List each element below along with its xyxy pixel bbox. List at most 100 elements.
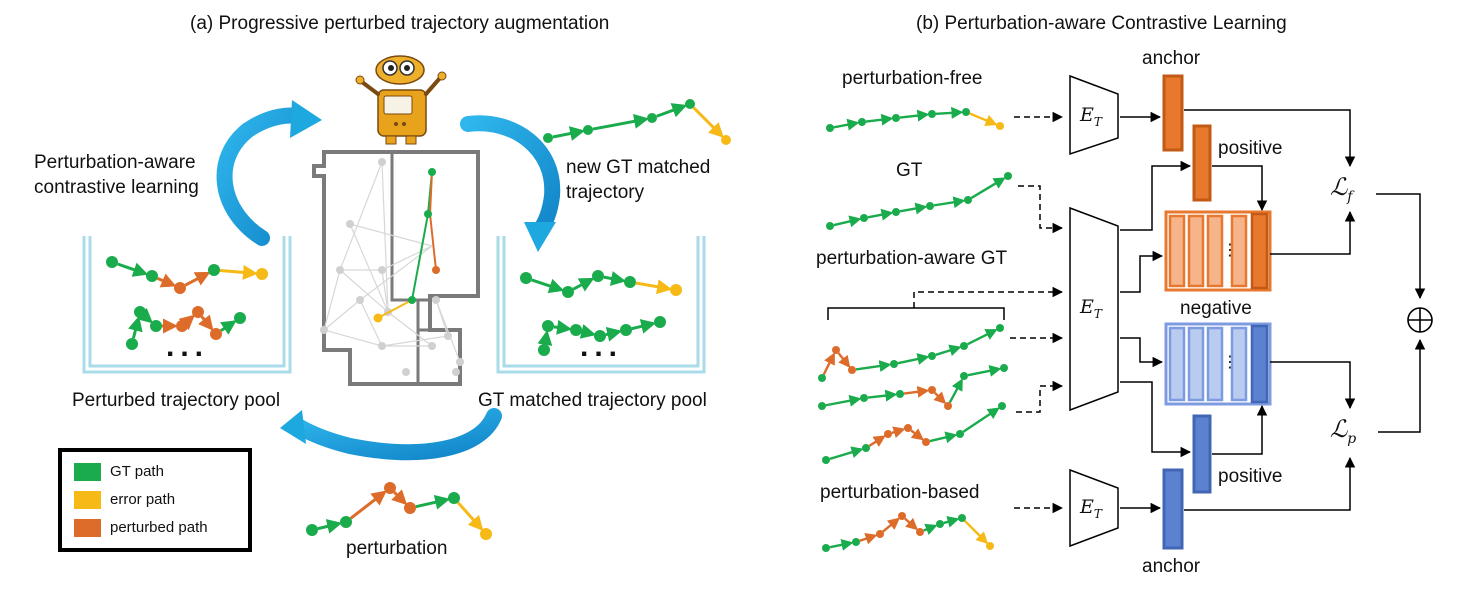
- traj-pool-left-2-segment: [128, 315, 143, 339]
- label-contrastive-line1: Perturbation-aware: [34, 152, 196, 173]
- traj-b-aware-1-segment: [897, 353, 930, 365]
- traj-perturbation-node: [404, 502, 416, 514]
- perturbation-free-label: perturbation-free: [842, 68, 983, 89]
- traj-pool-right-2-node: [570, 324, 582, 336]
- traj-new-gt-segment: [656, 103, 688, 118]
- traj-perturbation-node: [448, 492, 460, 504]
- traj-b-aware-3-segment: [962, 407, 1000, 433]
- traj-pool-right-1-segment: [572, 277, 595, 292]
- traj-pool-left-1-node: [146, 270, 158, 282]
- traj-pool-right-1-segment: [603, 271, 627, 286]
- traj-new-gt-node: [583, 125, 593, 135]
- traj-pool-right-1-node: [562, 286, 574, 298]
- traj-b-aware-3-segment: [929, 431, 958, 444]
- traj-new-gt: [543, 99, 731, 145]
- traj-b-based: [822, 512, 994, 552]
- traj-pool-right-2-segment: [605, 326, 623, 342]
- traj-perturbation-segment: [391, 489, 408, 506]
- gt-pool-label: GT matched trajectory pool: [478, 390, 707, 411]
- legend: GT path error path perturbed path: [58, 448, 252, 552]
- encoder-middle-symbol: E: [1080, 296, 1094, 318]
- traj-pool-left-2-node: [234, 312, 246, 324]
- traj-pool-right-1: [520, 270, 682, 298]
- traj-b-based-node: [986, 542, 994, 550]
- traj-pool-left-2-segment: [136, 307, 153, 324]
- anchor-bottom-feature: [1162, 468, 1184, 550]
- loss-p-subscript: p: [1347, 430, 1357, 447]
- traj-pool-right-2: [537, 316, 666, 356]
- traj-new-gt-node: [543, 133, 553, 143]
- traj-b-aware-3-node: [862, 444, 870, 452]
- traj-new-gt-segment: [692, 106, 724, 138]
- legend-label-perturbed: perturbed path: [110, 519, 208, 536]
- traj-b-aware-1-node: [928, 352, 936, 360]
- traj-pool-left-2-node: [210, 328, 222, 340]
- traj-b-aware-2-node: [928, 386, 936, 394]
- traj-b-free-segment: [899, 109, 930, 122]
- legend-swatch-error: [74, 491, 101, 509]
- traj-perturbation-segment: [415, 494, 451, 510]
- traj-b-gt-segment: [899, 202, 928, 215]
- traj-b-aware-2-segment: [933, 391, 947, 405]
- encoder-top-subscript: T: [1093, 114, 1102, 129]
- traj-b-aware-2-node: [860, 394, 868, 402]
- traj-new-gt-segment: [592, 113, 650, 131]
- traj-b-aware-1-node: [890, 360, 898, 368]
- traj-pool-left-1-segment: [219, 264, 259, 280]
- perturbed-pool-container: [82, 236, 292, 374]
- traj-pool-right-1-node: [592, 270, 604, 282]
- encoder-top-label: ET: [1080, 104, 1102, 133]
- traj-pool-right-2-node: [594, 330, 606, 342]
- traj-pool-right-1-segment: [531, 278, 565, 294]
- traj-pool-right-2-node: [620, 324, 632, 336]
- traj-b-aware-2-segment: [825, 394, 862, 407]
- traj-pool-left-2: [126, 306, 246, 350]
- robot-icon: [355, 55, 447, 145]
- traj-pool-left-1-node: [106, 256, 118, 268]
- cycle-arrow-bottom: [280, 408, 502, 461]
- traj-pool-right-1-node: [520, 272, 532, 284]
- traj-b-based-node: [852, 538, 860, 546]
- traj-b-aware-3-node: [998, 402, 1006, 410]
- traj-b-aware-1-segment: [822, 352, 835, 375]
- negative-orange-group: [1164, 210, 1272, 292]
- solid-connectors: [1120, 109, 1426, 514]
- positive-top-label: positive: [1218, 138, 1283, 159]
- legend-swatch-gt: [74, 463, 101, 481]
- traj-pool-right-2-segment: [553, 319, 573, 335]
- legend-swatch-perturbed: [74, 519, 101, 537]
- traj-b-gt-segment: [970, 177, 1006, 199]
- label-contrastive-line2: contrastive learning: [34, 177, 199, 198]
- label-new-gt-line1: new GT matched: [566, 157, 711, 178]
- trajectory-layer: [106, 99, 1012, 552]
- traj-b-based-segment: [829, 538, 854, 551]
- positive-bottom-feature: [1192, 414, 1212, 494]
- traj-b-aware-1-segment: [935, 344, 962, 357]
- traj-perturbation-node: [340, 516, 352, 528]
- traj-pool-left-1-segment: [156, 273, 177, 288]
- anchor-top-feature: [1162, 74, 1184, 152]
- traj-b-gt-node: [892, 208, 900, 216]
- panel-b-title: (b) Perturbation-aware Contrastive Learn…: [916, 13, 1287, 34]
- traj-pool-right-1-node: [670, 284, 682, 296]
- traj-b-free-node: [928, 110, 936, 118]
- traj-b-based-segment: [963, 519, 989, 545]
- traj-b-aware-2-node: [960, 372, 968, 380]
- traj-pool-left-2-segment: [220, 320, 237, 335]
- traj-b-aware-1-node: [848, 366, 856, 374]
- pool-left-ellipsis: ...: [166, 330, 210, 363]
- traj-b-aware-1-segment: [837, 352, 851, 368]
- traj-b-aware-2-segment: [948, 378, 963, 404]
- traj-new-gt-node: [685, 99, 695, 109]
- traj-b-based-node: [936, 520, 944, 528]
- traj-pool-left-1-segment: [184, 271, 211, 287]
- negative-orange-vdots: ⋮: [1222, 242, 1238, 259]
- legend-label-gt: GT path: [110, 463, 164, 480]
- encoder-middle-subscript: T: [1093, 306, 1102, 321]
- legend-label-error: error path: [110, 491, 176, 508]
- perturbation-label: perturbation: [346, 538, 448, 559]
- traj-b-free-node: [996, 122, 1004, 130]
- label-new-gt-line2: trajectory: [566, 182, 645, 203]
